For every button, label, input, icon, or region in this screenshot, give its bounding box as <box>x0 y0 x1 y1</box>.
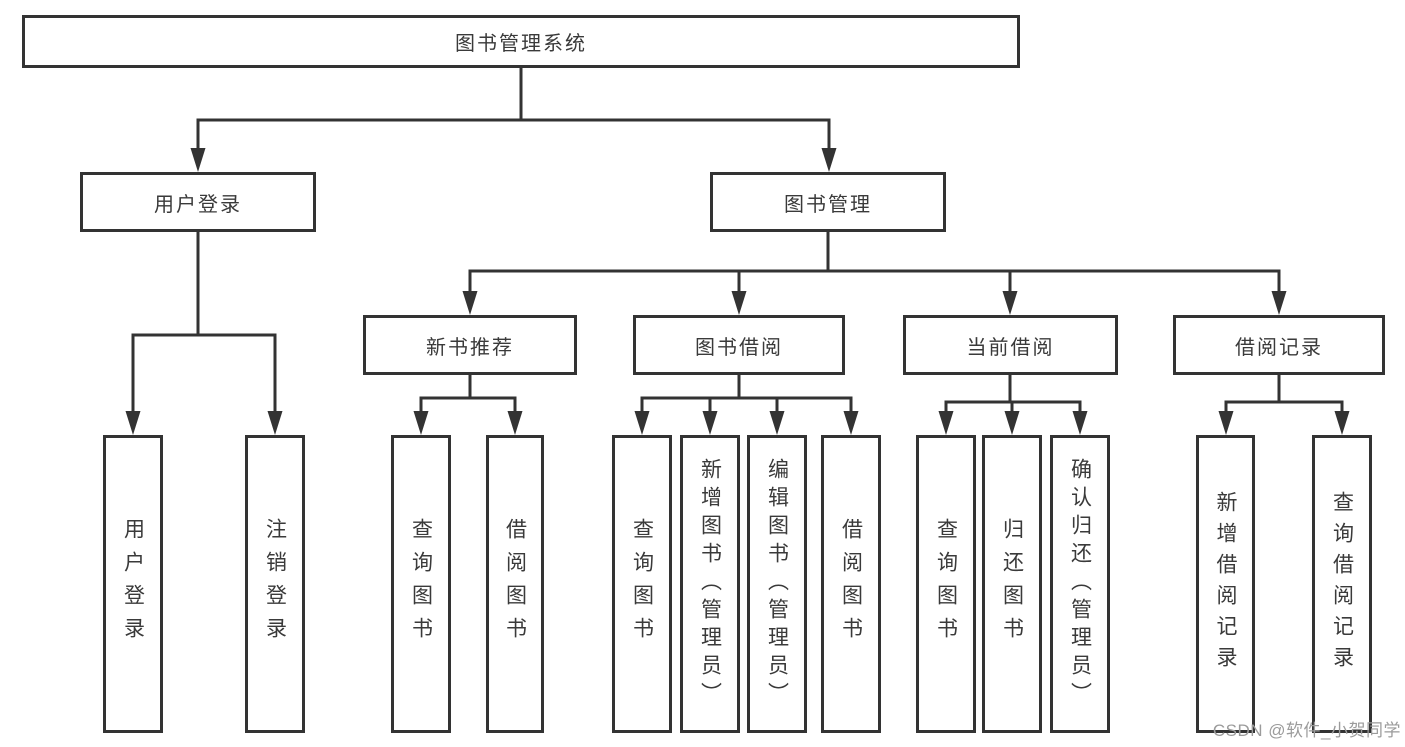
node-user-login-branch: 用户登录 <box>80 172 316 232</box>
leaf-return-books: 归还图书 <box>982 435 1042 733</box>
leaf-query-books-current-label: 查询图书 <box>934 518 958 650</box>
leaf-edit-books-admin: 编辑图书（管理员） <box>747 435 807 733</box>
node-library-management-system: 图书管理系统 <box>22 15 1020 68</box>
leaf-query-books-recommend: 查询图书 <box>391 435 451 733</box>
leaf-confirm-return-admin-label: 确认归还（管理员） <box>1068 458 1092 710</box>
leaf-edit-books-admin-label: 编辑图书（管理员） <box>765 458 789 710</box>
leaf-add-books-admin-label: 新增图书（管理员） <box>698 458 722 710</box>
leaf-borrow-books-label: 借阅图书 <box>839 518 863 650</box>
leaf-borrow-books-recommend: 借阅图书 <box>486 435 544 733</box>
leaf-borrow-books: 借阅图书 <box>821 435 881 733</box>
node-current-borrowing: 当前借阅 <box>903 315 1118 375</box>
leaf-query-books-borrowing-label: 查询图书 <box>630 518 654 650</box>
leaf-query-borrow-record-label: 查询借阅记录 <box>1330 491 1354 677</box>
leaf-query-books-current: 查询图书 <box>916 435 976 733</box>
leaf-query-books-borrowing: 查询图书 <box>612 435 672 733</box>
leaf-logout-label: 注销登录 <box>263 518 287 650</box>
node-book-management-branch: 图书管理 <box>710 172 946 232</box>
leaf-borrow-books-recommend-label: 借阅图书 <box>503 518 527 650</box>
leaf-return-books-label: 归还图书 <box>1000 518 1024 650</box>
leaf-user-login-label: 用户登录 <box>121 518 145 650</box>
leaf-add-borrow-record-label: 新增借阅记录 <box>1214 491 1237 677</box>
node-book-borrowing: 图书借阅 <box>633 315 845 375</box>
csdn-watermark: CSDN @软件_小贺同学 <box>1212 721 1401 740</box>
leaf-add-books-admin: 新增图书（管理员） <box>680 435 740 733</box>
leaf-add-borrow-record: 新增借阅记录 <box>1196 435 1255 733</box>
node-borrowing-records: 借阅记录 <box>1173 315 1385 375</box>
leaf-query-borrow-record: 查询借阅记录 <box>1312 435 1372 733</box>
leaf-confirm-return-admin: 确认归还（管理员） <box>1050 435 1110 733</box>
leaf-logout: 注销登录 <box>245 435 305 733</box>
node-new-book-recommendation: 新书推荐 <box>363 315 577 375</box>
leaf-user-login: 用户登录 <box>103 435 163 733</box>
leaf-query-books-recommend-label: 查询图书 <box>409 518 433 650</box>
